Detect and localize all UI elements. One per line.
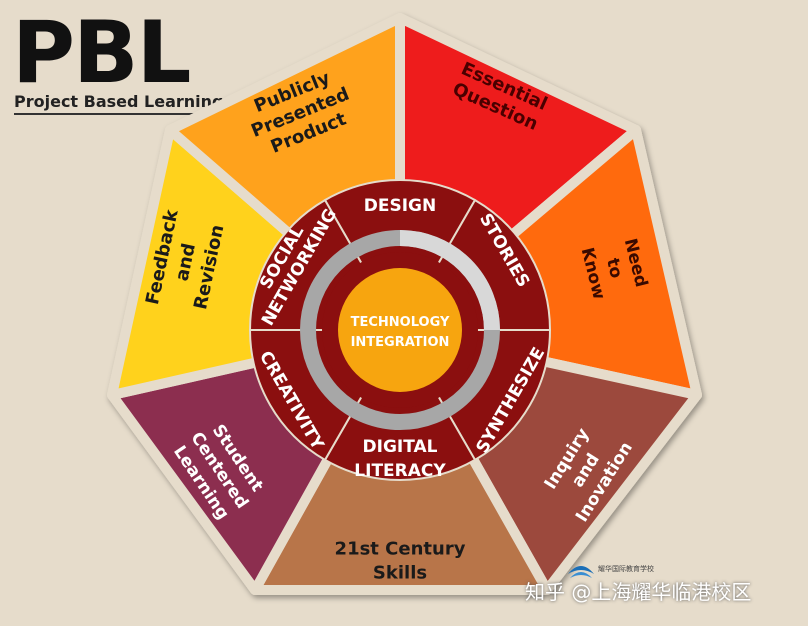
logo-subtitle: Project Based Learning — [14, 94, 224, 115]
inner-label-design: DESIGN — [364, 196, 436, 216]
watermark-text: 知乎 @上海耀华临港校区 — [525, 580, 752, 604]
school-name-small: 耀华国际教育学校 — [598, 565, 654, 573]
center-circle — [338, 268, 462, 392]
gray-ring-highlight — [399, 230, 500, 331]
label-publicly-presented-product: PubliclyPresentedProduct — [240, 63, 361, 162]
logo-title: PBL — [12, 3, 191, 103]
school-logo-icon — [566, 560, 596, 586]
